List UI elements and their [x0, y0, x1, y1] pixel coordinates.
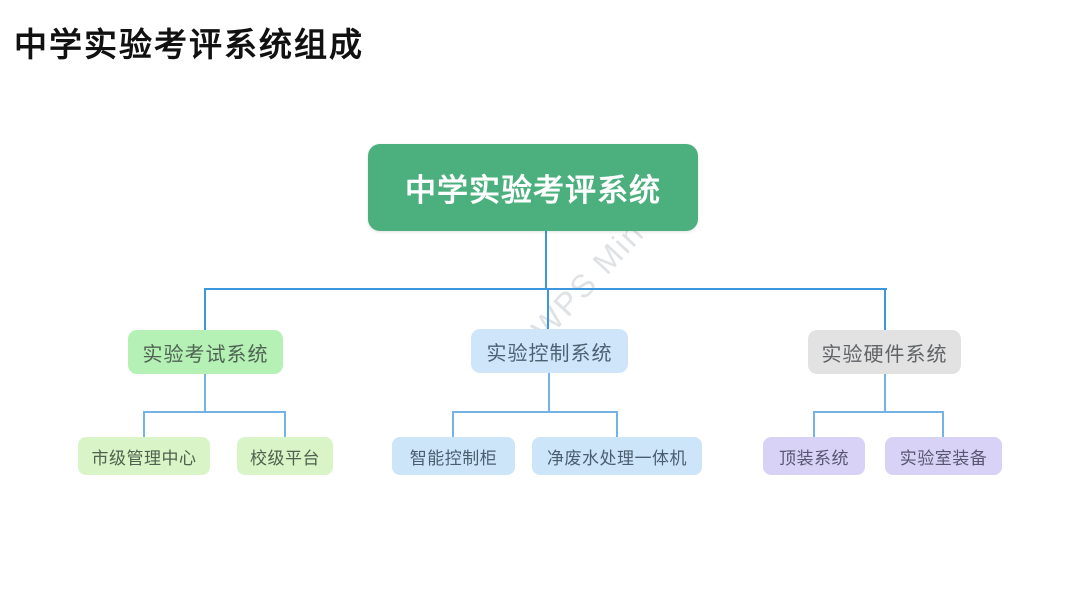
branch-node-experiment-control-system: 实验控制系统 — [471, 329, 628, 373]
connector-drop-control — [547, 288, 549, 329]
branch-node-experiment-hardware-system: 实验硬件系统 — [808, 330, 961, 374]
root-node-exam-evaluation-system: 中学实验考评系统 — [368, 144, 698, 231]
connector-hardware-vertical — [884, 374, 886, 412]
leaf-node-water-treatment-unit: 净废水处理一体机 — [532, 437, 702, 475]
connector-drop-top-mount — [813, 411, 815, 437]
leaf-node-top-mount-system: 顶装系统 — [763, 437, 865, 475]
connector-drop-city-center — [143, 411, 145, 437]
connector-drop-exam — [204, 288, 206, 330]
leaf-node-school-platform: 校级平台 — [237, 437, 333, 475]
leaf-node-city-management-center: 市级管理中心 — [78, 437, 210, 475]
connector-drop-smart-cabinet — [452, 411, 454, 437]
connector-control-horizontal — [452, 411, 617, 413]
connector-root-vertical — [545, 231, 547, 289]
page-title: 中学实验考评系统组成 — [14, 28, 364, 64]
connector-drop-school-platform — [284, 411, 286, 437]
connector-exam-vertical — [204, 374, 206, 412]
leaf-node-laboratory-equipment: 实验室装备 — [885, 437, 1002, 475]
connector-drop-lab-equipment — [942, 411, 944, 437]
connector-top-horizontal — [204, 288, 887, 290]
connector-exam-horizontal — [143, 411, 285, 413]
connector-drop-hardware — [884, 288, 886, 330]
connector-hardware-horizontal — [813, 411, 944, 413]
connector-control-vertical — [548, 373, 550, 412]
connector-drop-water-unit — [616, 411, 618, 437]
branch-node-exam-test-system: 实验考试系统 — [128, 330, 283, 374]
leaf-node-smart-control-cabinet: 智能控制柜 — [392, 437, 515, 475]
